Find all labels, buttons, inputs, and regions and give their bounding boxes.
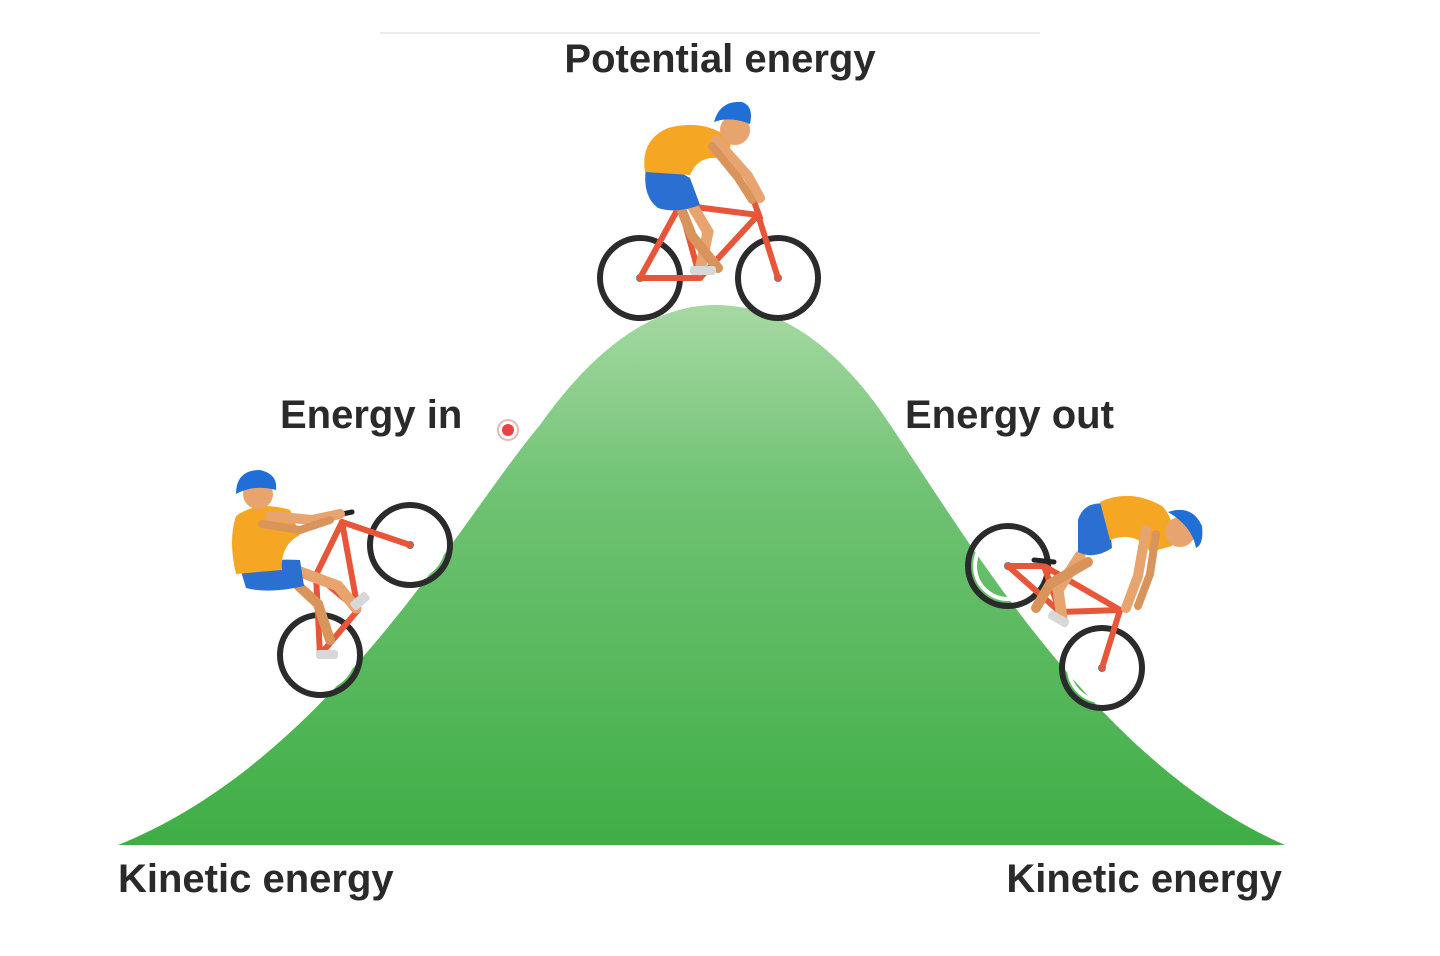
pointer-dot-icon — [502, 424, 514, 436]
label-potential-energy: Potential energy — [564, 37, 876, 81]
cyclist-top-icon — [600, 101, 818, 318]
cyclist-downhill-icon — [968, 495, 1203, 708]
label-kinetic-energy-right: Kinetic energy — [1006, 857, 1282, 901]
cyclist-uphill-icon — [232, 470, 450, 695]
label-energy-in: Energy in — [280, 393, 462, 437]
hill — [118, 305, 1285, 845]
label-kinetic-energy-left: Kinetic energy — [118, 857, 394, 901]
pointer-halo — [497, 419, 519, 441]
label-energy-out: Energy out — [905, 393, 1114, 437]
